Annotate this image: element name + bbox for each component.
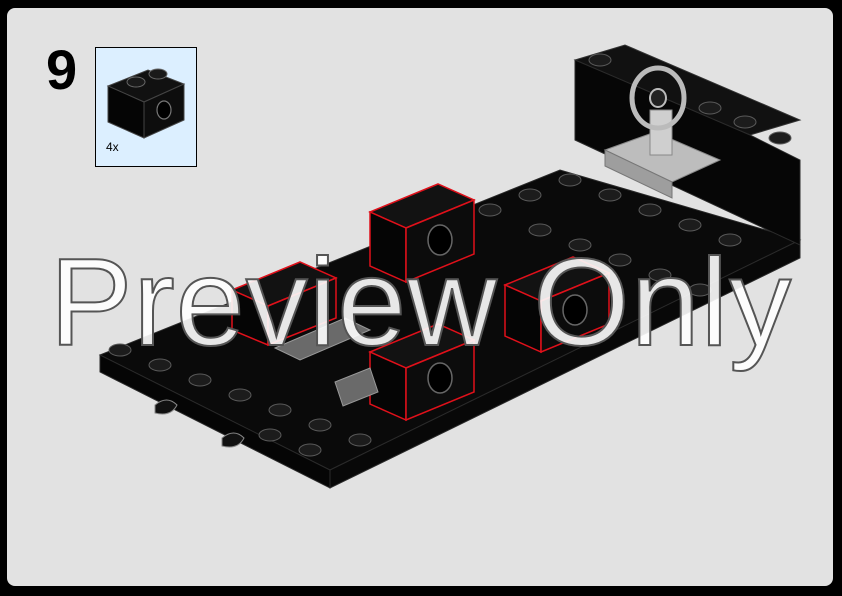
seat-plate-side — [604, 149, 673, 199]
new-brick-right — [503, 256, 611, 354]
hinge-left — [154, 399, 178, 415]
gray-tile-2 — [334, 367, 379, 407]
new-brick-top — [368, 183, 476, 284]
step-number: 9 — [46, 38, 78, 101]
new-brick-left — [230, 261, 338, 347]
steering-wheel — [629, 65, 687, 131]
technic-brick-icon — [106, 68, 186, 139]
part-quantity: 4x — [106, 140, 119, 154]
studs — [108, 53, 792, 457]
parts-callout: 4x — [95, 47, 197, 167]
gray-tile-1 — [273, 317, 372, 361]
hinge-right — [221, 432, 245, 448]
baseplate-right — [329, 239, 801, 489]
new-brick-bottom — [368, 323, 476, 422]
steering-column — [649, 109, 673, 156]
